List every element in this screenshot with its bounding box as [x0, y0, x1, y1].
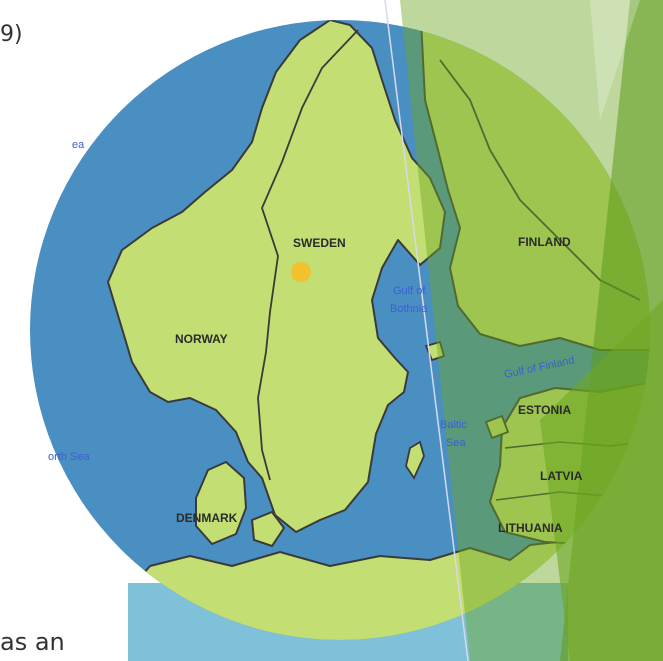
border-sweden-norway [257, 29, 359, 481]
deco-green-triangle [540, 300, 663, 661]
land-zealand [250, 510, 286, 548]
label-norwegian-sea: ea [72, 139, 85, 151]
land-denmark [195, 461, 247, 545]
label-sweden: SWEDEN [293, 236, 346, 250]
label-gulf-of-bothnia-line2: Bothnia [390, 303, 428, 315]
label-lithuania: LITHUANIA [498, 521, 563, 535]
land-scandinavia [107, 20, 446, 533]
label-norway: NORWAY [175, 332, 228, 346]
deco-thin-line [384, 0, 469, 661]
slide-text-fragment-top: 9) [0, 22, 23, 47]
island-saaremaa [484, 414, 510, 440]
location-marker [291, 262, 311, 282]
slide-text-fragment-bottom: as an [0, 628, 65, 656]
label-denmark: DENMARK [176, 511, 238, 525]
label-finland: FINLAND [518, 235, 571, 249]
border-finland [439, 59, 641, 301]
label-gulf-of-bothnia-line1: Gulf of [393, 285, 426, 297]
label-estonia: ESTONIA [518, 403, 571, 417]
label-latvia: LATVIA [540, 469, 583, 483]
label-baltic-sea-line1: Baltic [440, 419, 467, 431]
label-baltic-sea-line2: Sea [446, 437, 466, 449]
deco-light-wedge [590, 0, 640, 120]
label-north-sea: orth Sea [48, 451, 90, 463]
island-gotland [405, 440, 425, 480]
